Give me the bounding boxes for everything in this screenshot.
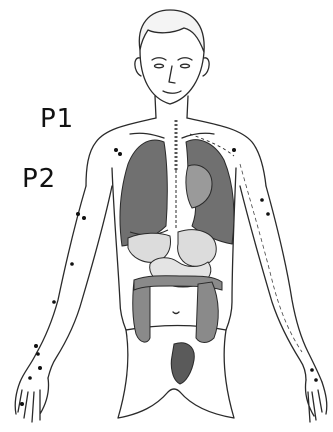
right-ear <box>203 58 209 76</box>
acupoint-p1-a <box>114 148 118 152</box>
acupoint-p1-b <box>118 152 122 156</box>
acupoint-hand-right <box>314 378 318 382</box>
acupoint-arm-right-2 <box>266 212 270 216</box>
acupoint-arm-right-1 <box>260 198 264 202</box>
nose <box>169 66 175 83</box>
mouth <box>163 91 181 93</box>
hair <box>139 10 204 52</box>
left-eyebrow <box>152 58 166 60</box>
stomach <box>178 230 217 267</box>
acupoint-arm-left-1 <box>70 262 74 266</box>
neck-right <box>187 96 188 118</box>
head <box>140 50 204 104</box>
neck-left <box>155 96 156 118</box>
right-eye <box>181 64 190 68</box>
label-p2: P2 <box>22 166 56 192</box>
right-hand <box>305 380 326 422</box>
left-eye <box>155 64 164 68</box>
right-eyebrow <box>178 58 192 60</box>
right-arm-inner <box>240 186 306 380</box>
acupoint-wrist-left <box>38 366 42 370</box>
navel <box>173 312 179 314</box>
lungs <box>120 140 234 246</box>
acupoint-arm-left-3 <box>34 344 38 348</box>
left-arm-outer <box>20 186 86 382</box>
acupoint-chest-right <box>232 148 236 152</box>
acupoint-hand-left-2 <box>20 402 24 406</box>
right-arm-outer <box>266 186 322 382</box>
left-hand <box>15 378 48 422</box>
acupoint-p2-a <box>76 212 80 216</box>
acupoint-arm-left-2 <box>52 300 56 304</box>
acupoint-p2-b <box>82 216 86 220</box>
left-arm-inner <box>48 186 112 378</box>
rectum <box>171 343 194 384</box>
meridian-line-right-arm <box>240 164 302 352</box>
left-lung <box>120 140 167 246</box>
acupoint-arm-left-4 <box>36 352 40 356</box>
colon <box>133 276 222 343</box>
acupoint-hand-left-1 <box>28 376 32 380</box>
collarbone-left <box>130 133 164 138</box>
label-p1: P1 <box>40 106 74 132</box>
acupoint-wrist-right <box>310 368 314 372</box>
